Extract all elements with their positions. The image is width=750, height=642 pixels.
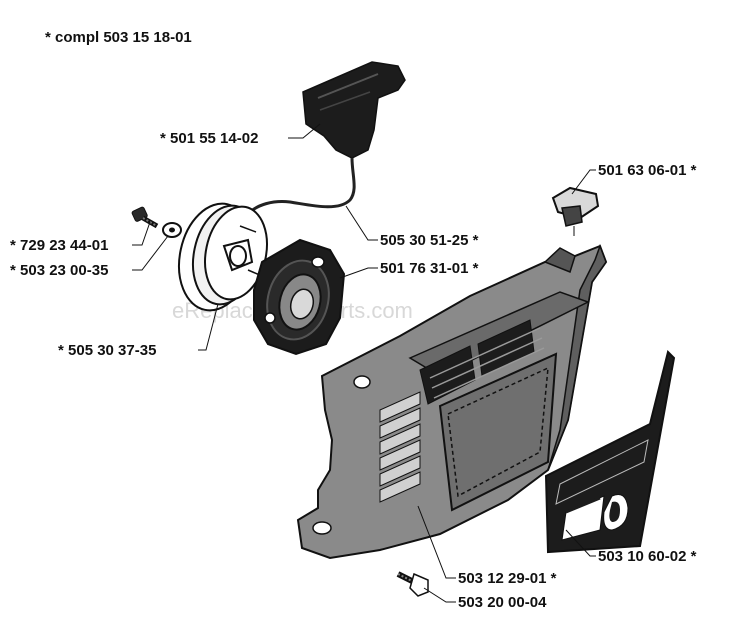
leader-cover-screw [423, 587, 456, 603]
part-label-washer: * 503 23 00-35 [10, 262, 108, 279]
leader-rope [345, 205, 378, 241]
assembly-label: * compl 503 15 18-01 [45, 29, 192, 46]
starter-cover [296, 243, 608, 560]
part-label-rope: 505 30 51-25 * [380, 232, 479, 249]
part-label-cover-screw: 503 20 00-04 [458, 594, 547, 611]
leader-plug [571, 169, 596, 195]
cover-screw [396, 571, 429, 597]
plug [551, 186, 600, 236]
part-label-screw: * 729 23 44-01 [10, 237, 108, 254]
part-label-housing: 501 76 31-01 * [380, 260, 479, 277]
washer [162, 222, 182, 238]
recoil-spring-housing [253, 238, 346, 356]
screw [131, 206, 159, 229]
starter-handle [302, 61, 406, 159]
part-label-handle: * 501 55 14-02 [160, 130, 258, 147]
leader-cover [417, 505, 456, 579]
part-label-cover: 503 12 29-01 * [458, 570, 557, 587]
leader-pulley [198, 303, 219, 351]
part-label-decal: 503 10 60-02 * [598, 548, 697, 565]
leader-housing [339, 267, 378, 279]
decal [544, 350, 676, 554]
starter-pulley [178, 202, 268, 312]
part-label-pulley: * 505 30 37-35 [58, 342, 156, 359]
leader-handle [288, 123, 321, 139]
part-label-plug: 501 63 06-01 * [598, 162, 697, 179]
leader-decal [565, 529, 596, 557]
leader-washer [132, 235, 169, 271]
leader-screw [132, 221, 151, 246]
